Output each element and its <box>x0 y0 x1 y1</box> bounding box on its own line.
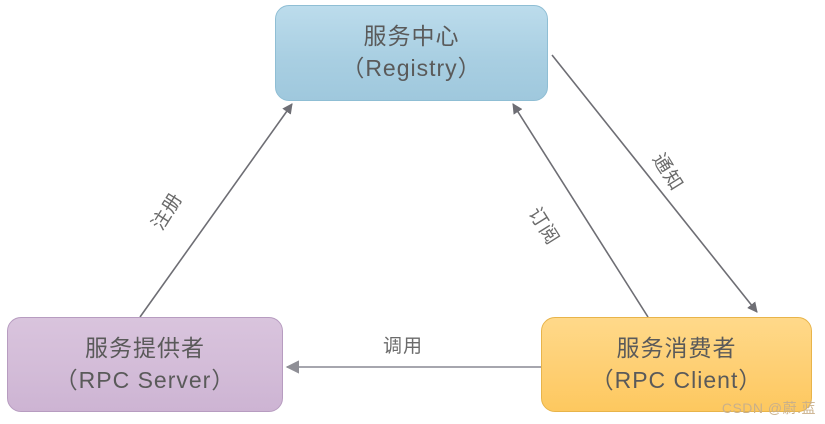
node-provider[interactable]: 服务提供者 （RPC Server） <box>7 317 283 412</box>
edge-register-line <box>139 103 293 318</box>
csdn-watermark: CSDN @蔚.蓝 <box>721 400 816 416</box>
edge-subscribe-line <box>512 103 649 318</box>
node-consumer[interactable]: 服务消费者 （RPC Client） <box>541 317 812 412</box>
node-provider-subtitle: （RPC Server） <box>54 366 236 393</box>
node-registry-subtitle: （Registry） <box>341 55 482 81</box>
node-registry-title: 服务中心 <box>363 23 460 50</box>
node-provider-title: 服务提供者 <box>85 334 205 361</box>
node-consumer-subtitle: （RPC Client） <box>590 366 763 393</box>
edge-label-invoke: 调用 <box>383 336 424 357</box>
node-consumer-title: 服务消费者 <box>616 334 737 361</box>
edge-notify-line <box>551 54 758 313</box>
node-registry[interactable]: 服务中心 （Registry） <box>275 5 548 101</box>
